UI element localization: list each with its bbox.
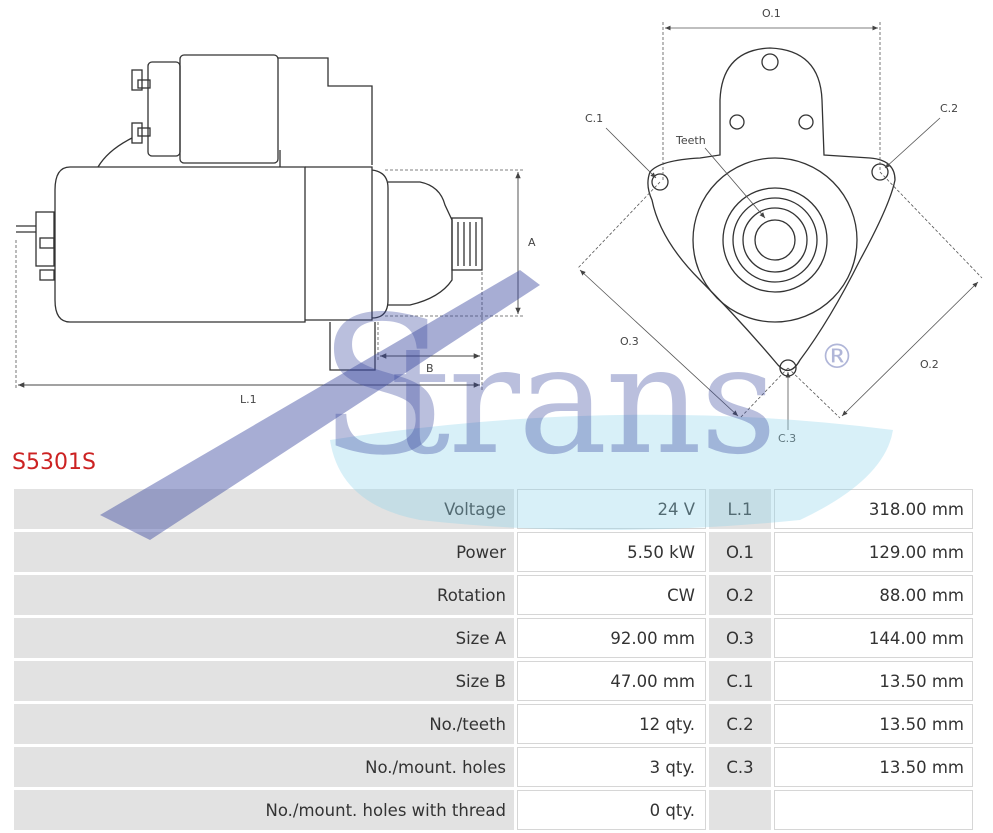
spec-label: No./teeth (14, 704, 514, 744)
dimension-value: 129.00 mm (774, 532, 973, 572)
dimension-label: L.1 (709, 489, 771, 529)
dimension-label (709, 790, 771, 830)
spec-label: No./mount. holes with thread (14, 790, 514, 830)
spec-value: 92.00 mm (517, 618, 706, 658)
dim-o3-label: O.3 (620, 335, 639, 348)
dim-a-label: A (528, 236, 536, 249)
dim-c3-label: C.3 (778, 432, 796, 445)
dimension-value (774, 790, 973, 830)
spec-value: 24 V (517, 489, 706, 529)
spec-value: 5.50 kW (517, 532, 706, 572)
dimension-label: O.3 (709, 618, 771, 658)
dimension-value: 13.50 mm (774, 661, 973, 701)
spec-value: 3 qty. (517, 747, 706, 787)
dimension-label: C.1 (709, 661, 771, 701)
spec-label: Size A (14, 618, 514, 658)
spec-label: Voltage (14, 489, 514, 529)
spec-value: 0 qty. (517, 790, 706, 830)
dimension-label: O.1 (709, 532, 771, 572)
dim-o2-label: O.2 (920, 358, 939, 371)
product-code: S5301S (12, 450, 96, 475)
dim-b-label: B (426, 362, 434, 375)
spec-value: 47.00 mm (517, 661, 706, 701)
dimension-label: C.3 (709, 747, 771, 787)
dim-o1-label: O.1 (762, 7, 781, 20)
spec-label: Rotation (14, 575, 514, 615)
dim-l1-label: L.1 (240, 393, 257, 406)
dim-c2-label: C.2 (940, 102, 958, 115)
spec-value: CW (517, 575, 706, 615)
side-view (16, 54, 483, 371)
starter-technical-drawing: A B L.1 O.1 O.2 O.3 C.1 C.2 C.3 Teeth (15, 7, 983, 445)
dimension-label: C.2 (709, 704, 771, 744)
spec-label: No./mount. holes (14, 747, 514, 787)
side-view-dimensions (15, 169, 525, 390)
spec-value: 12 qty. (517, 704, 706, 744)
dimension-value: 88.00 mm (774, 575, 973, 615)
dimension-value: 144.00 mm (774, 618, 973, 658)
spec-label: Size B (14, 661, 514, 701)
front-view (647, 47, 896, 377)
dimension-value: 318.00 mm (774, 489, 973, 529)
dimension-value: 13.50 mm (774, 747, 973, 787)
teeth-label: Teeth (675, 134, 706, 147)
spec-label: Power (14, 532, 514, 572)
dimension-value: 13.50 mm (774, 704, 973, 744)
dimension-label: O.2 (709, 575, 771, 615)
front-view-dimensions (577, 22, 983, 430)
dim-c1-label: C.1 (585, 112, 603, 125)
